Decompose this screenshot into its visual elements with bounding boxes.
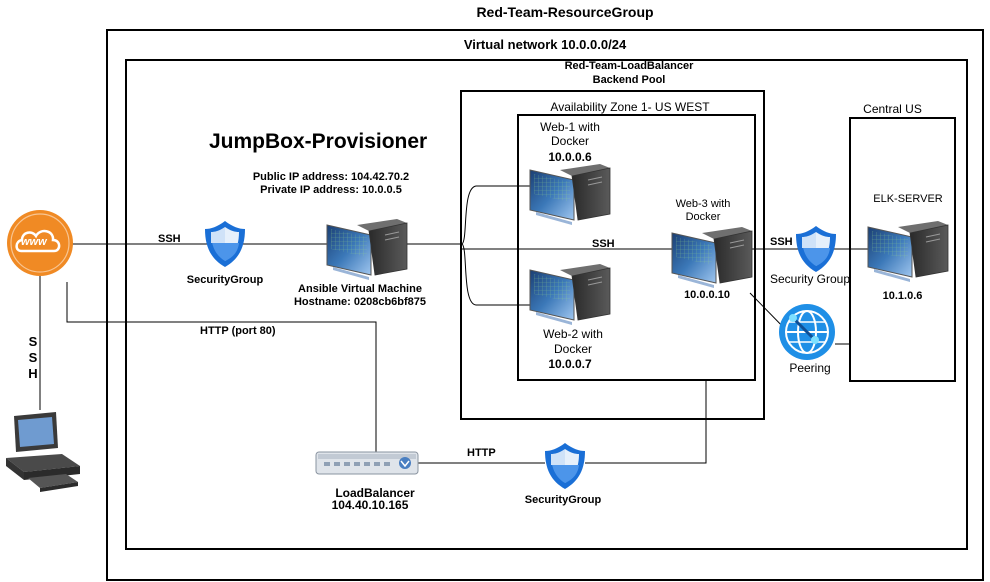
elk-security-group-icon bbox=[796, 226, 836, 272]
load-balancer-icon bbox=[315, 451, 419, 475]
ssh-vertical-letter: H bbox=[28, 366, 38, 381]
web1-label-line1: Web-1 with bbox=[540, 120, 600, 134]
web1-vm-icon bbox=[529, 163, 611, 226]
web3-label-line2: Docker bbox=[685, 211, 721, 223]
elk-server-vm-icon bbox=[867, 220, 949, 283]
jumpbox-hostname: Hostname: 0208cb6bf875 bbox=[293, 296, 427, 308]
http-lb-label: HTTP bbox=[467, 447, 496, 459]
ssh-vertical-letter: S bbox=[28, 350, 38, 365]
resource-group-box bbox=[106, 29, 984, 581]
jumpbox-vm-label: Ansible Virtual Machine bbox=[298, 283, 422, 295]
ssh-internet-label: SSH bbox=[158, 233, 181, 245]
backend-pool-box bbox=[460, 90, 765, 420]
web1-label-line2: Docker bbox=[550, 134, 589, 148]
jumpbox-security-group-icon bbox=[205, 221, 245, 267]
web3-label-line1: Web-3 with bbox=[675, 198, 731, 210]
elk-server-label: ELK-SERVER bbox=[873, 193, 943, 205]
jumpbox-title: JumpBox-Provisioner bbox=[209, 130, 428, 153]
http-port-label: HTTP (port 80) bbox=[200, 325, 276, 337]
workstation-icon bbox=[6, 412, 80, 492]
web2-ip: 10.0.0.7 bbox=[548, 357, 592, 371]
web1-ip: 10.0.0.6 bbox=[548, 150, 592, 164]
load-balancer-label: LoadBalancer bbox=[335, 486, 415, 500]
availability-zone-box bbox=[517, 114, 756, 381]
backend-pool-title-line1: Red-Team-LoadBalancer bbox=[564, 60, 694, 72]
web2-label-line2: Docker bbox=[553, 342, 592, 356]
jumpbox-security-group-label: SecurityGroup bbox=[186, 274, 264, 286]
ssh-vertical-label: S S H bbox=[26, 334, 40, 382]
elk-security-group-label: Security Group bbox=[769, 272, 851, 286]
web2-vm-icon bbox=[529, 263, 611, 326]
backend-pool-title-line2: Backend Pool bbox=[592, 74, 666, 86]
ssh-elk-label: SSH bbox=[770, 236, 793, 248]
web3-vm-icon bbox=[671, 226, 753, 289]
www-label: www bbox=[21, 236, 47, 248]
ssh-vertical-letter: S bbox=[28, 334, 38, 349]
load-balancer-ip: 104.40.10.165 bbox=[331, 498, 409, 512]
connection-lines bbox=[39, 185, 868, 464]
lb-security-group-label: SecurityGroup bbox=[524, 494, 602, 506]
web2-label-line1: Web-2 with bbox=[543, 327, 603, 341]
ssh-web3-label: SSH bbox=[592, 238, 615, 250]
jumpbox-private-ip: Private IP address: 10.0.0.5 bbox=[260, 184, 402, 196]
availability-zone-title: Availability Zone 1- US WEST bbox=[550, 100, 710, 114]
lb-security-group-icon bbox=[545, 443, 585, 489]
internet-cloud-icon bbox=[7, 210, 73, 276]
virtual-network-title: Virtual network 10.0.0.0/24 bbox=[463, 37, 627, 52]
elk-server-ip: 10.1.0.6 bbox=[882, 290, 923, 302]
peering-icon bbox=[779, 304, 835, 360]
peering-label: Peering bbox=[789, 361, 831, 375]
jumpbox-vm-icon bbox=[326, 218, 408, 281]
virtual-network-box bbox=[125, 59, 968, 550]
jumpbox-public-ip: Public IP address: 104.42.70.2 bbox=[252, 171, 410, 183]
central-us-title: Central US bbox=[863, 102, 922, 116]
resource-group-title: Red-Team-ResourceGroup bbox=[476, 4, 654, 20]
web3-ip: 10.0.0.10 bbox=[684, 289, 730, 301]
